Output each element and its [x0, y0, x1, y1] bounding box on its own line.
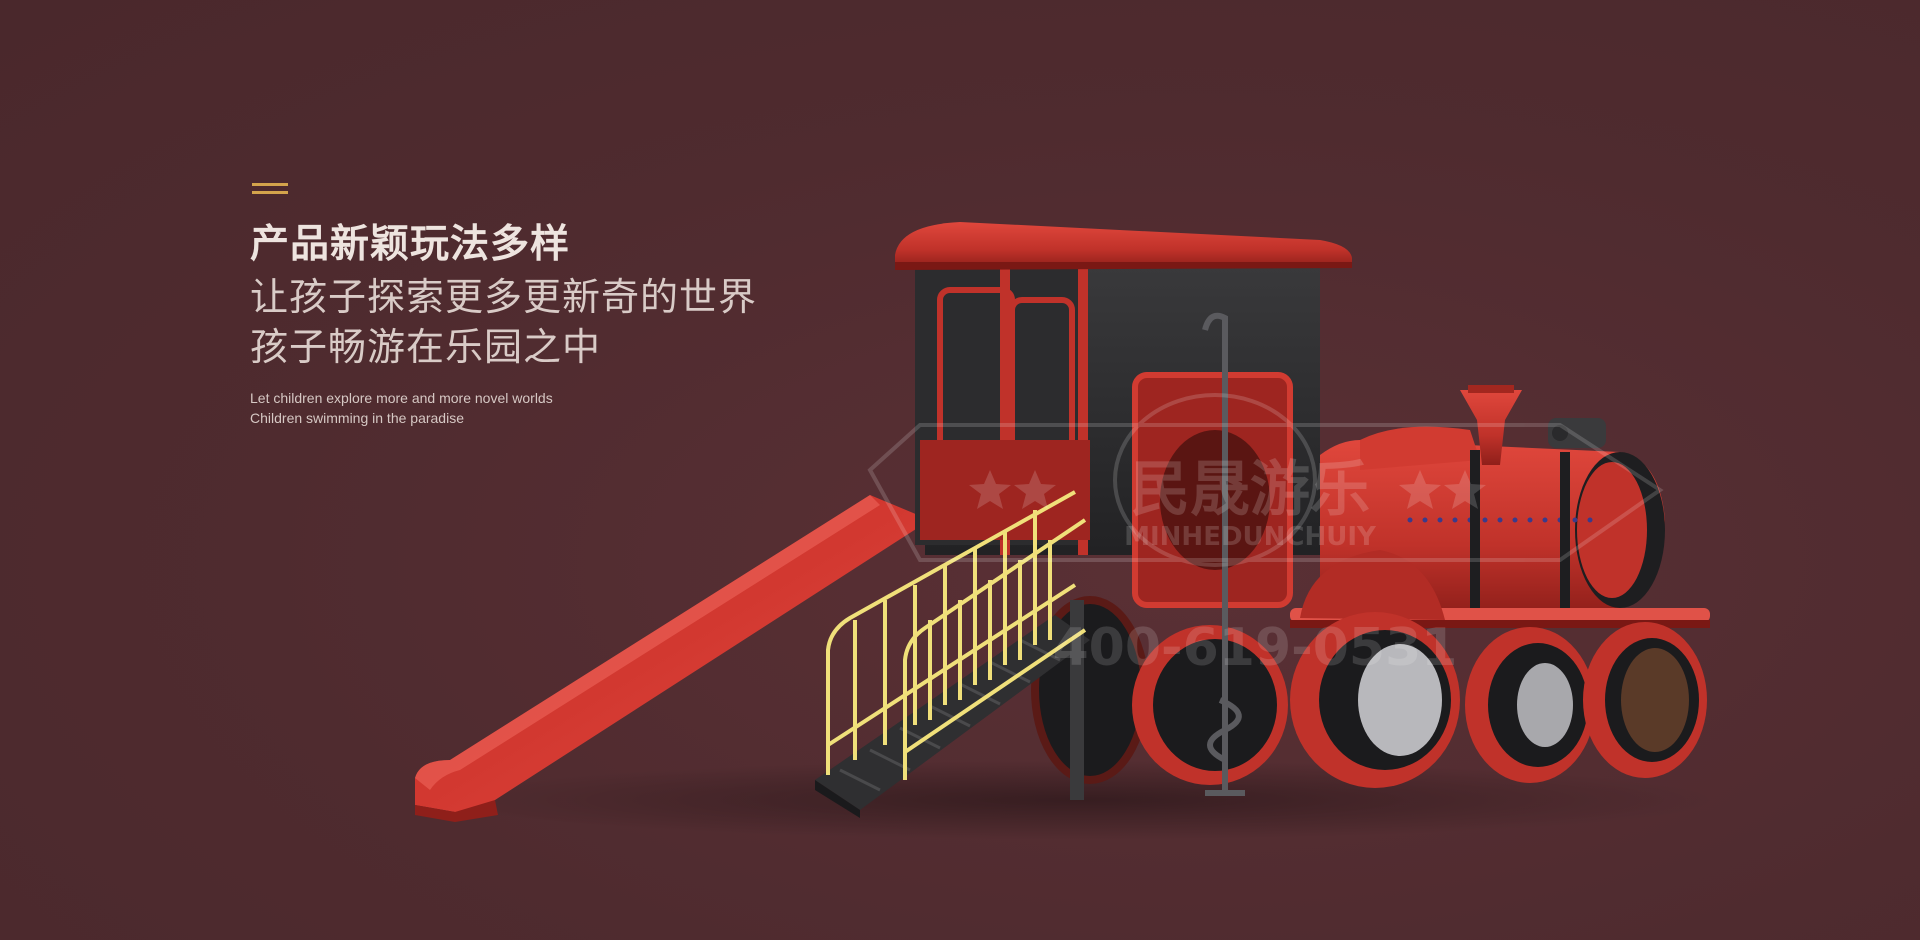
watermark-phone: 400-619-0531 — [1053, 618, 1458, 678]
watermark — [867, 393, 1664, 567]
subline-1: 让孩子探索更多更新奇的世界 — [250, 275, 758, 319]
stair-railings — [826, 490, 1087, 780]
train-playground-image: 民晟游乐 MINHEDUNCHUIY 400-619-0531 — [415, 222, 1720, 840]
english-line-2: Children swimming in the paradise — [250, 410, 464, 426]
slide — [415, 495, 930, 822]
english-line-1: Let children explore more and more novel… — [250, 390, 553, 406]
wheels — [1031, 596, 1707, 788]
cylinder — [1300, 550, 1445, 620]
chimney — [1460, 385, 1522, 465]
accent-lines-icon — [252, 183, 288, 197]
bell — [1548, 418, 1606, 448]
stairs — [815, 600, 1090, 818]
subline-2: 孩子畅游在乐园之中 — [250, 325, 602, 369]
watermark-brand-en: MINHEDUNCHUIY — [1124, 522, 1377, 552]
headline: 产品新颖玩法多样 — [250, 222, 571, 267]
watermark-brand-cn: 民晟游乐 — [1130, 455, 1370, 525]
climbing-pole — [1202, 312, 1242, 795]
cab — [895, 222, 1352, 555]
